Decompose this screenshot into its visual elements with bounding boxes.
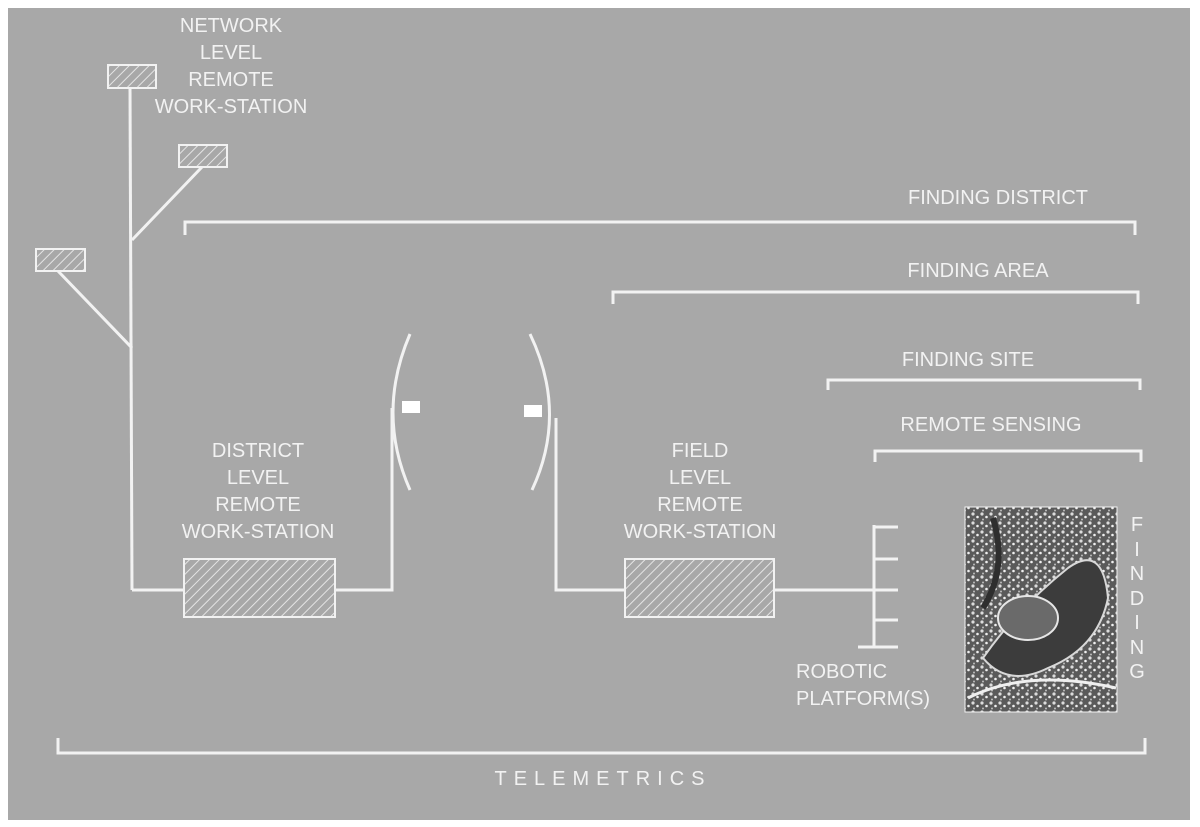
finding-letter: N bbox=[1129, 636, 1145, 659]
finding-letter: F bbox=[1130, 514, 1144, 536]
right-antenna-icon bbox=[524, 333, 551, 491]
telemetrics-diagram bbox=[35, 64, 1147, 755]
district-workstation-icon bbox=[183, 558, 336, 618]
robotic-label-line-2: PLATFORM(S) bbox=[796, 688, 931, 710]
finding-site-label: FINDING SITE bbox=[901, 349, 1035, 371]
network-workstation-top-icon bbox=[107, 64, 157, 89]
district-workstation-label: DISTRICT LEVEL REMOTE WORK-STATION bbox=[158, 438, 358, 546]
finding-vertical-label: F I N D I N G bbox=[1125, 513, 1149, 685]
field-workstation-icon bbox=[624, 558, 775, 618]
district-link-line bbox=[335, 408, 394, 592]
finding-letter: I bbox=[1134, 538, 1140, 561]
telemetrics-bracket bbox=[56, 738, 1147, 755]
remote-sensing-label: REMOTE SENSING bbox=[900, 414, 1082, 436]
aerial-photo-icon bbox=[964, 506, 1118, 713]
network-workstation-bottom-icon bbox=[35, 248, 86, 272]
field-link-line bbox=[554, 418, 625, 592]
telemetrics-label: TELEMETRICS bbox=[494, 768, 712, 790]
finding-site-bracket bbox=[826, 378, 1142, 390]
finding-district-label: FINDING DISTRICT bbox=[908, 187, 1088, 209]
field-label-line-4: WORK-STATION bbox=[623, 521, 777, 543]
robotic-platform-label: ROBOTIC PLATFORM(S) bbox=[796, 659, 966, 713]
network-label-line-3: REMOTE bbox=[188, 69, 274, 91]
network-label-line-2: LEVEL bbox=[199, 42, 263, 64]
field-label-line-1: FIELD bbox=[671, 440, 729, 462]
network-workstation-middle-icon bbox=[178, 144, 228, 168]
left-antenna-icon bbox=[391, 333, 420, 491]
finding-area-bracket bbox=[611, 290, 1140, 304]
finding-letter: G bbox=[1129, 661, 1145, 683]
finding-letter: N bbox=[1129, 563, 1145, 585]
remote-sensing-bracket bbox=[873, 449, 1143, 462]
field-label-line-3: REMOTE bbox=[657, 494, 743, 516]
district-label-line-3: REMOTE bbox=[215, 494, 301, 516]
finding-letter: I bbox=[1134, 612, 1140, 634]
district-label-line-4: WORK-STATION bbox=[181, 521, 335, 543]
network-workstation-label: NETWORK LEVEL REMOTE WORK-STATION bbox=[136, 13, 326, 121]
district-label-line-2: LEVEL bbox=[226, 467, 290, 489]
finding-letter: D bbox=[1129, 587, 1145, 610]
district-label-line-1: DISTRICT bbox=[211, 440, 305, 462]
finding-area-label: FINDING AREA bbox=[907, 260, 1049, 282]
robotic-label-line-1: ROBOTIC bbox=[796, 661, 888, 683]
network-label-line-1: NETWORK bbox=[179, 15, 283, 37]
robotic-platform-icon bbox=[858, 525, 898, 649]
diagram-canvas: NETWORK LEVEL REMOTE WORK-STATION DISTRI… bbox=[8, 8, 1190, 820]
field-workstation-label: FIELD LEVEL REMOTE WORK-STATION bbox=[600, 438, 800, 546]
network-tree-lines bbox=[56, 87, 204, 592]
field-label-line-2: LEVEL bbox=[668, 467, 732, 489]
network-label-line-4: WORK-STATION bbox=[154, 96, 308, 118]
finding-district-bracket bbox=[183, 220, 1137, 235]
